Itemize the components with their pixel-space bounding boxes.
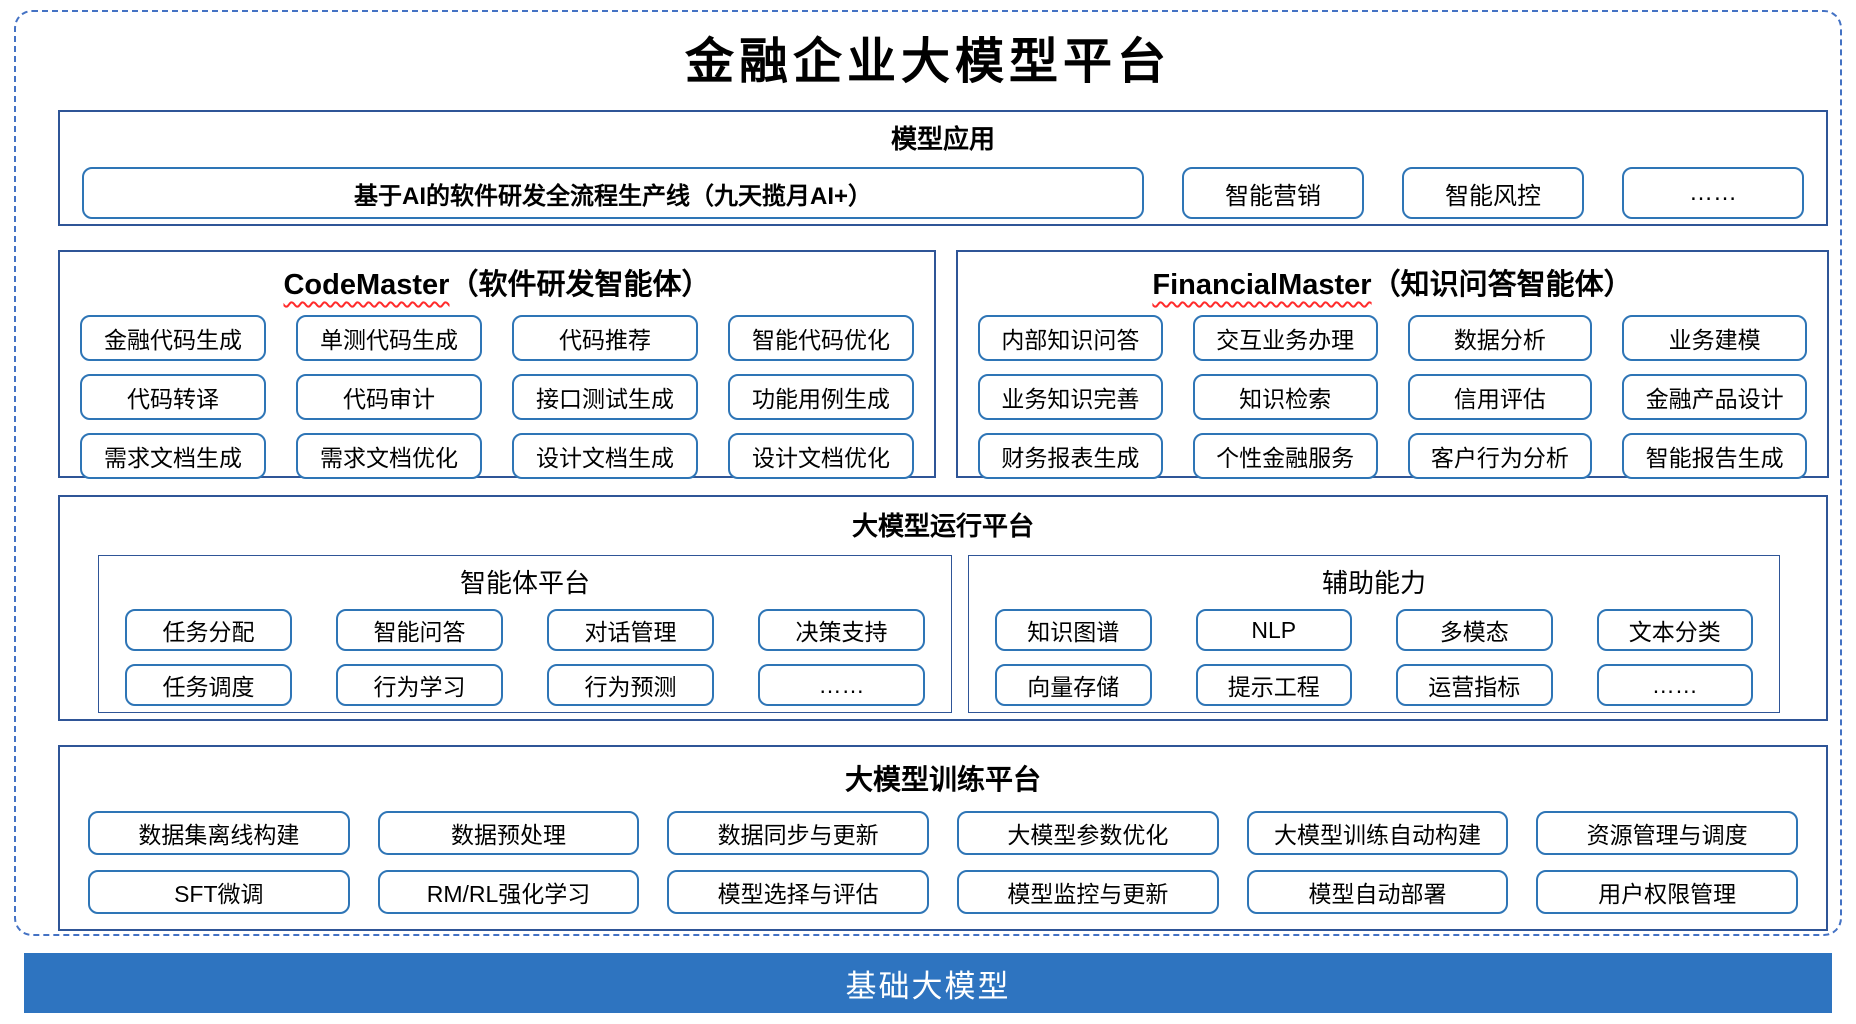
capability-box: 文本分类 (1596, 609, 1753, 651)
foundation-model-label: 基础大模型 (845, 968, 1011, 1004)
capability-box: 功能用例生成 (728, 374, 914, 420)
capability-box: 行为学习 (336, 664, 503, 706)
section-model-apps: 模型应用 基于AI的软件研发全流程生产线（九天揽月AI+） 智能营销智能风控 …… (58, 110, 1828, 226)
capability-box: 多模态 (1396, 609, 1553, 651)
outer-dashed-frame (14, 10, 1842, 936)
foundation-model-bar: 基础大模型 (24, 953, 1832, 1013)
capability-box: 设计文档生成 (512, 433, 698, 479)
capability-box: 金融代码生成 (80, 315, 266, 361)
capability-box: 接口测试生成 (512, 374, 698, 420)
capability-box: 运营指标 (1396, 664, 1553, 706)
capability-box: 需求文档生成 (80, 433, 266, 479)
panel-agent-platform-title: 智能体平台 (459, 568, 590, 598)
aux-capabilities-grid: 知识图谱 NLP 多模态 文本分类向量存储 提示工程 运营指标 …… (969, 600, 1779, 706)
section-model-apps-header: 模型应用 (890, 124, 995, 154)
runtime-row: 智能体平台 任务分配 智能问答 对话管理 决策支持任务调度 行为学习 行为预测 …… 辅助能… (60, 555, 1826, 713)
capability-box: …… (1596, 664, 1753, 706)
panel-financialmaster-title: FinancialMaster（知识问答智能体） (958, 261, 1827, 303)
capability-box: 任务调度 (125, 664, 292, 706)
financialmaster-grid: 内部知识问答交互业务办理数据分析业务建模业务知识完善知识检索信用评估金融产品设计… (958, 303, 1827, 479)
capability-box: 业务知识完善 (978, 374, 1163, 420)
capability-box: 模型监控与更新 (956, 870, 1219, 914)
section-runtime-header: 大模型运行平台 (851, 511, 1034, 541)
capability-box: 个性金融服务 (1192, 433, 1378, 479)
panel-aux-capabilities-title: 辅助能力 (1321, 568, 1426, 598)
capability-box: 金融产品设计 (1622, 374, 1807, 420)
agent-platform-grid: 任务分配 智能问答 对话管理 决策支持任务调度 行为学习 行为预测 …… (99, 600, 951, 706)
codemaster-name-suffix: （软件研发智能体） (449, 269, 711, 301)
capability-box: 业务建模 (1622, 315, 1807, 361)
panel-aux-capabilities: 辅助能力 知识图谱 NLP 多模态 文本分类向量存储 提示工程 运营指标 …… (968, 555, 1780, 713)
capability-box: 客户行为分析 (1407, 433, 1593, 479)
capability-box: 智能报告生成 (1622, 433, 1807, 479)
capability-box: 大模型参数优化 (956, 811, 1219, 855)
capability-box: 智能代码优化 (728, 315, 914, 361)
capability-box: 行为预测 (547, 664, 714, 706)
codemaster-grid: 金融代码生成单测代码生成代码推荐智能代码优化代码转译代码审计接口测试生成功能用例… (60, 303, 934, 479)
capability-box: SFT微调 (88, 870, 350, 914)
capability-box: 数据分析 (1407, 315, 1593, 361)
capability-box: 代码推荐 (512, 315, 698, 361)
capability-box: 信用评估 (1407, 374, 1593, 420)
panel-financialmaster: FinancialMaster（知识问答智能体） 内部知识问答交互业务办理数据分… (956, 250, 1829, 479)
panel-agent-platform: 智能体平台 任务分配 智能问答 对话管理 决策支持任务调度 行为学习 行为预测 …… (98, 555, 952, 713)
capability-box: 大模型训练自动构建 (1246, 811, 1509, 855)
app-box: 智能营销 (1182, 167, 1364, 219)
capability-box: 交互业务办理 (1192, 315, 1378, 361)
capability-box: 数据预处理 (377, 811, 640, 855)
capability-box: 数据同步与更新 (667, 811, 929, 855)
page-title: 金融企业大模型平台 (684, 32, 1171, 90)
capability-box: 模型选择与评估 (667, 870, 929, 914)
capability-box: 代码转译 (80, 374, 266, 420)
section-runtime-platform: 大模型运行平台 智能体平台 任务分配 智能问答 对话管理 决策支持任务调度 行为学习 行为… (58, 495, 1828, 721)
app-pipeline-box: 基于AI的软件研发全流程生产线（九天揽月AI+） (82, 167, 1144, 219)
financialmaster-name: FinancialMaster (1152, 269, 1372, 301)
section-training-header: 大模型训练平台 (844, 764, 1041, 795)
capability-box: 决策支持 (758, 609, 925, 651)
capability-box: 向量存储 (995, 664, 1152, 706)
capability-box: 代码审计 (296, 374, 482, 420)
capability-box: 财务报表生成 (978, 433, 1163, 479)
app-box: …… (1622, 167, 1804, 219)
section-training-platform: 大模型训练平台 数据集离线构建数据预处理数据同步与更新大模型参数优化大模型训练自… (58, 745, 1828, 931)
capability-box: 智能问答 (336, 609, 503, 651)
financialmaster-name-suffix: （知识问答智能体） (1371, 269, 1633, 301)
training-grid: 数据集离线构建数据预处理数据同步与更新大模型参数优化大模型训练自动构建资源管理与… (60, 798, 1826, 914)
capability-box: 设计文档优化 (728, 433, 914, 479)
capability-box: 任务分配 (125, 609, 292, 651)
codemaster-name: CodeMaster (283, 269, 450, 301)
capability-box: …… (758, 664, 925, 706)
capability-box: 知识检索 (1192, 374, 1378, 420)
capability-box: NLP (1195, 609, 1352, 651)
capability-box: 知识图谱 (995, 609, 1152, 651)
capability-box: 资源管理与调度 (1536, 811, 1798, 855)
capability-box: 数据集离线构建 (88, 811, 350, 855)
capability-box: 模型自动部署 (1246, 870, 1509, 914)
panel-codemaster: CodeMaster（软件研发智能体） 金融代码生成单测代码生成代码推荐智能代码… (58, 250, 936, 479)
capability-box: 需求文档优化 (296, 433, 482, 479)
capability-box: RM/RL强化学习 (377, 870, 640, 914)
apps-row: 基于AI的软件研发全流程生产线（九天揽月AI+） 智能营销智能风控 …… (60, 167, 1826, 219)
capability-box: 提示工程 (1195, 664, 1352, 706)
panel-codemaster-title: CodeMaster（软件研发智能体） (60, 261, 934, 303)
capability-box: 单测代码生成 (296, 315, 482, 361)
capability-box: 对话管理 (547, 609, 714, 651)
app-box: 智能风控 (1402, 167, 1584, 219)
capability-box: 用户权限管理 (1536, 870, 1798, 914)
capability-box: 内部知识问答 (978, 315, 1163, 361)
